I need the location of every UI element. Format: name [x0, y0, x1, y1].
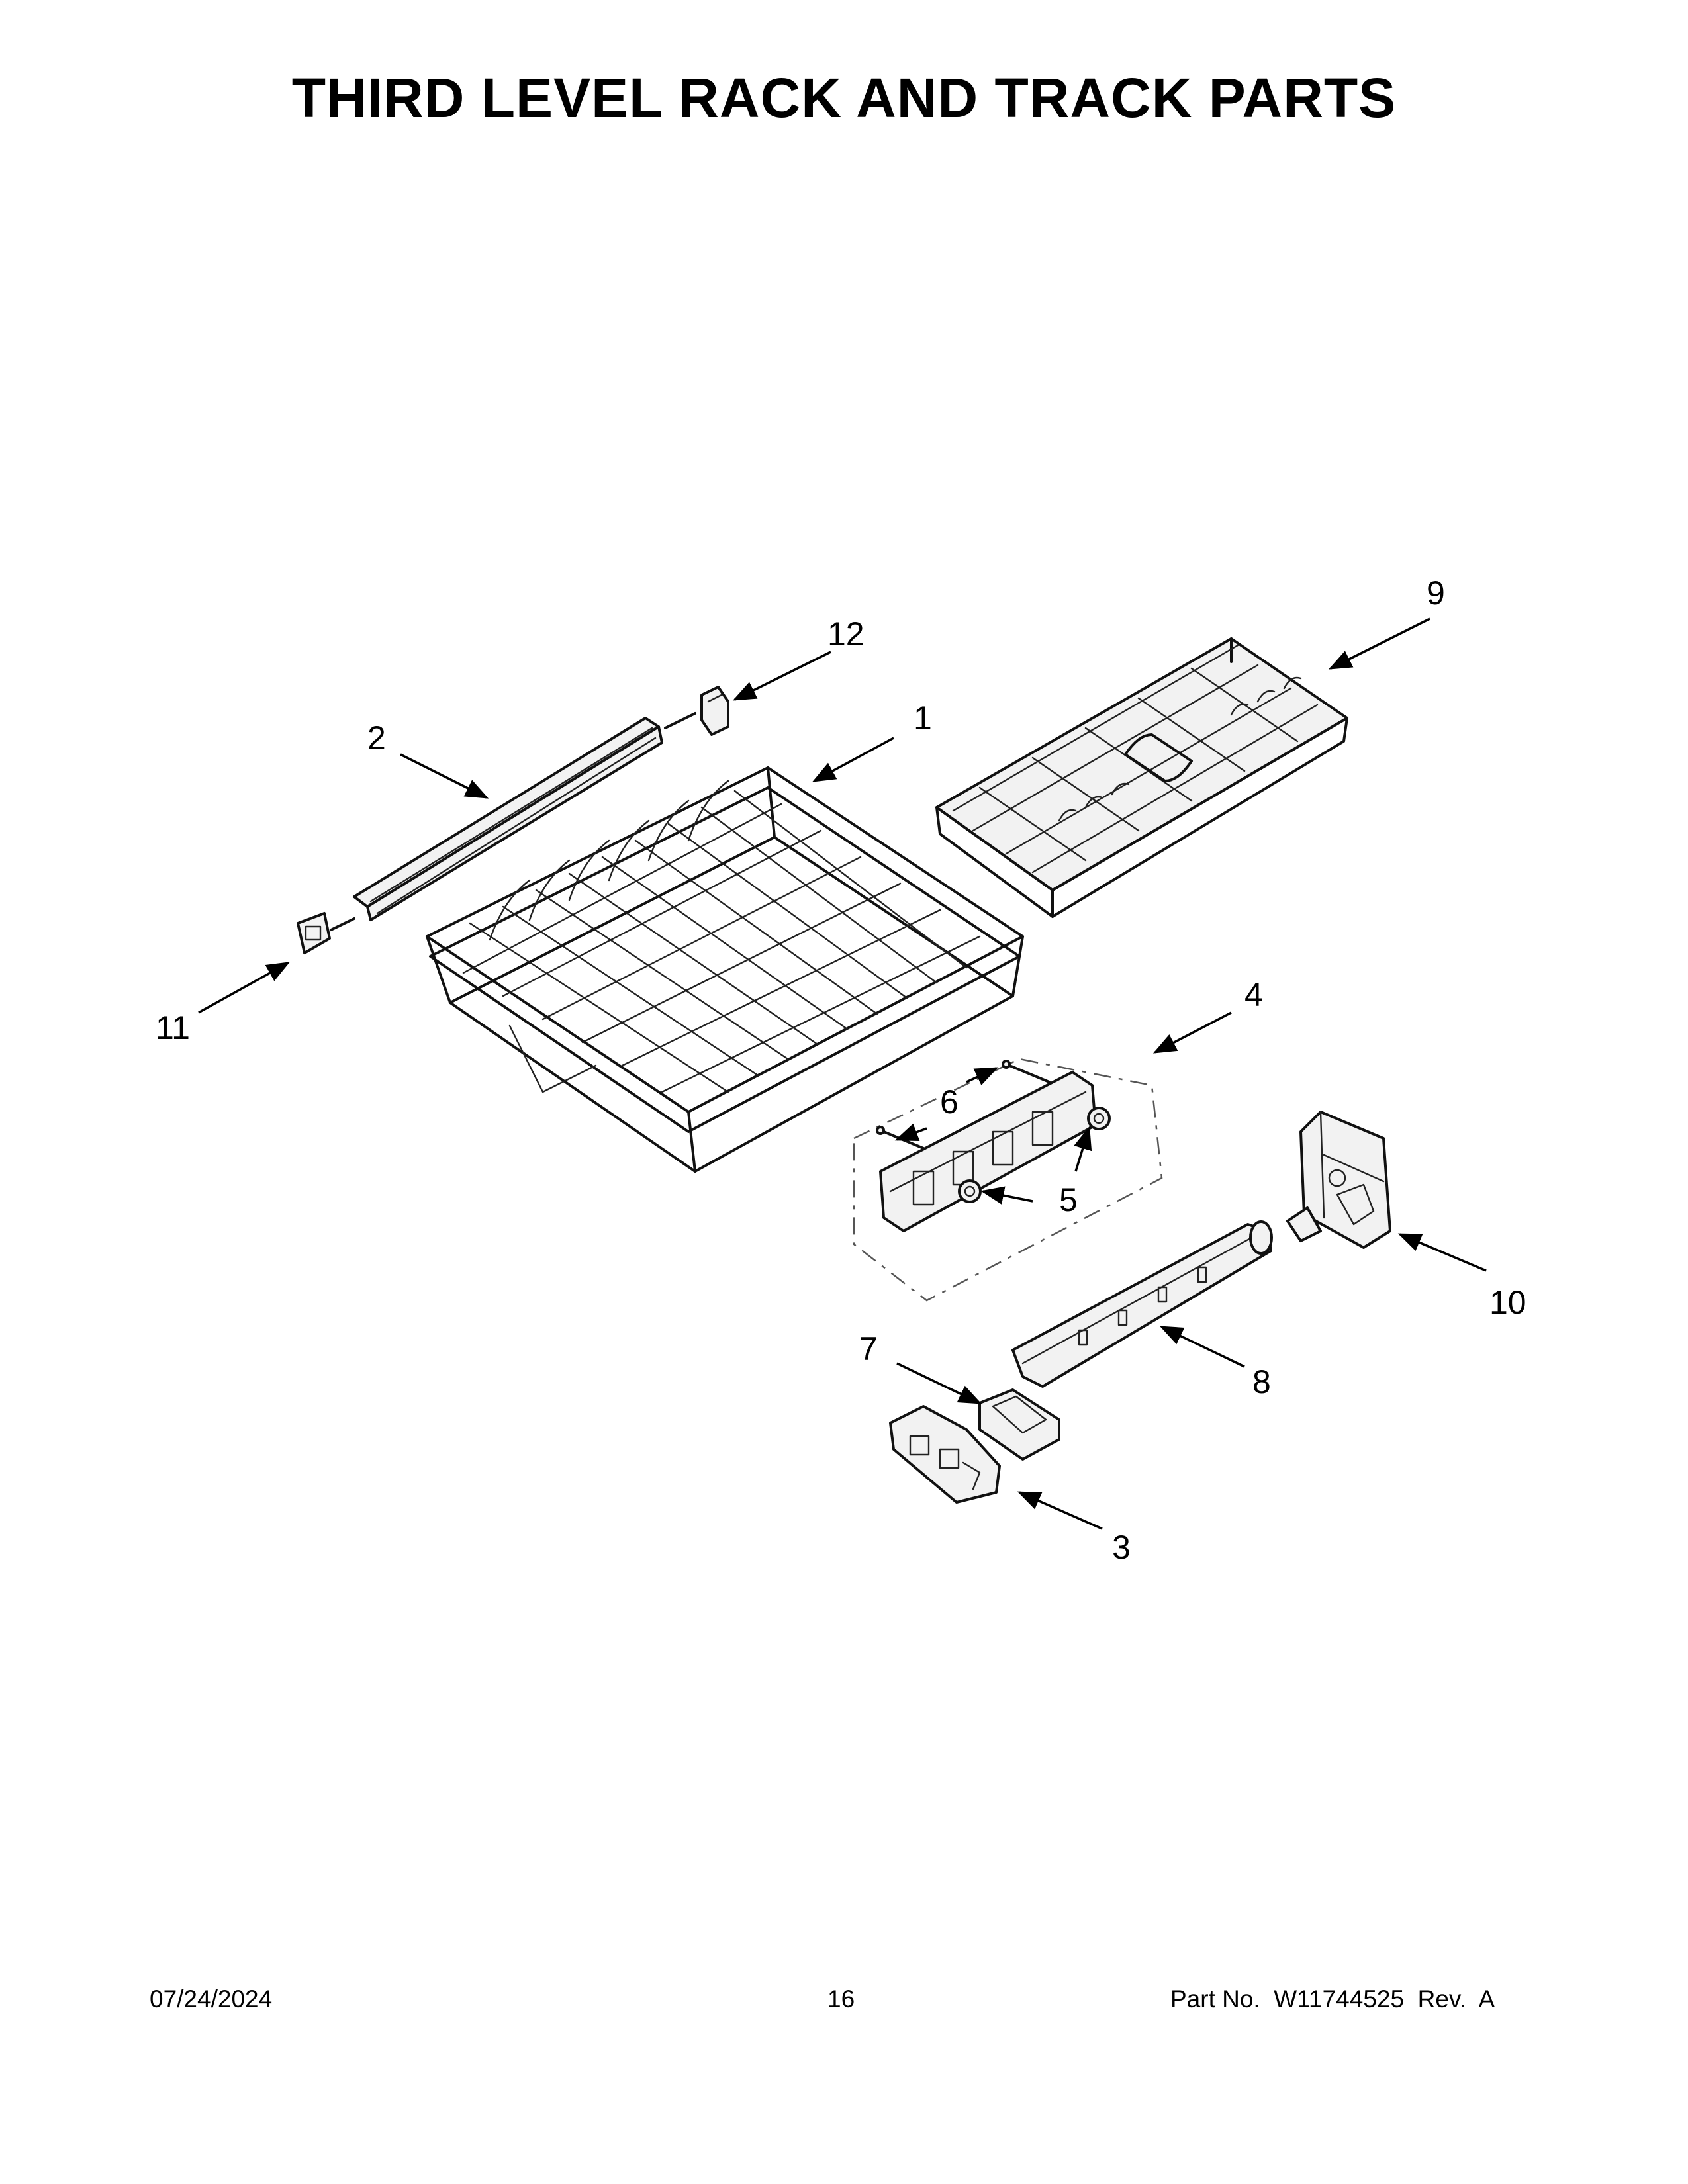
callout-9: 9 [1427, 574, 1445, 612]
callout-4: 4 [1244, 976, 1263, 1013]
callout-arrow-12 [732, 651, 831, 701]
spray-manifold-part [1011, 1220, 1273, 1388]
callout-arrow-7 [896, 1362, 982, 1404]
callout-labels: 1 2 3 4 5 6 7 8 9 10 11 12 [156, 574, 1526, 1566]
footer-page-number: 16 [827, 1985, 855, 2013]
callout-6: 6 [940, 1083, 959, 1120]
callout-arrow-6b [966, 1067, 999, 1086]
wire-rack-part [426, 766, 1024, 1173]
footer-part-number: Part No. W11744525 Rev. A [1170, 1985, 1495, 2013]
callout-arrow-5a [980, 1186, 1033, 1205]
track-stop-clip-part [297, 912, 355, 954]
callout-10: 10 [1489, 1284, 1526, 1321]
roller-part [958, 1107, 1111, 1203]
callout-arrow-6a [894, 1123, 927, 1141]
callout-1: 1 [914, 700, 932, 737]
callout-7: 7 [859, 1330, 878, 1367]
track-end-clip-part [664, 686, 729, 736]
callout-arrow-9 [1328, 617, 1430, 670]
rack-adjuster-assembly-boundary [853, 1058, 1163, 1302]
callout-11: 11 [156, 1009, 190, 1046]
page-title: THIRD LEVEL RACK AND TRACK PARTS [291, 67, 1397, 129]
track-rail-part [353, 717, 663, 921]
callout-arrow-11 [198, 962, 291, 1014]
callout-arrow-3 [1017, 1491, 1103, 1530]
callout-5: 5 [1059, 1181, 1078, 1218]
manifold-clip-part [978, 1388, 1060, 1461]
cutlery-tray-part [935, 637, 1348, 918]
spray-inlet-housing-part [1286, 1111, 1391, 1249]
callout-8: 8 [1252, 1363, 1271, 1400]
callout-12: 12 [827, 615, 865, 653]
callout-3: 3 [1112, 1529, 1131, 1566]
footer-date: 07/24/2024 [150, 1985, 273, 2013]
callout-2: 2 [367, 719, 386, 756]
callout-arrow-5b [1074, 1126, 1092, 1172]
callout-arrow-10 [1397, 1233, 1487, 1272]
callout-arrow-8 [1159, 1326, 1245, 1368]
callout-arrows [198, 617, 1487, 1530]
callout-arrow-1 [812, 737, 894, 782]
callout-arrow-4 [1152, 1011, 1232, 1054]
callout-arrow-2 [400, 753, 489, 799]
manifold-bracket-part [889, 1405, 1001, 1504]
